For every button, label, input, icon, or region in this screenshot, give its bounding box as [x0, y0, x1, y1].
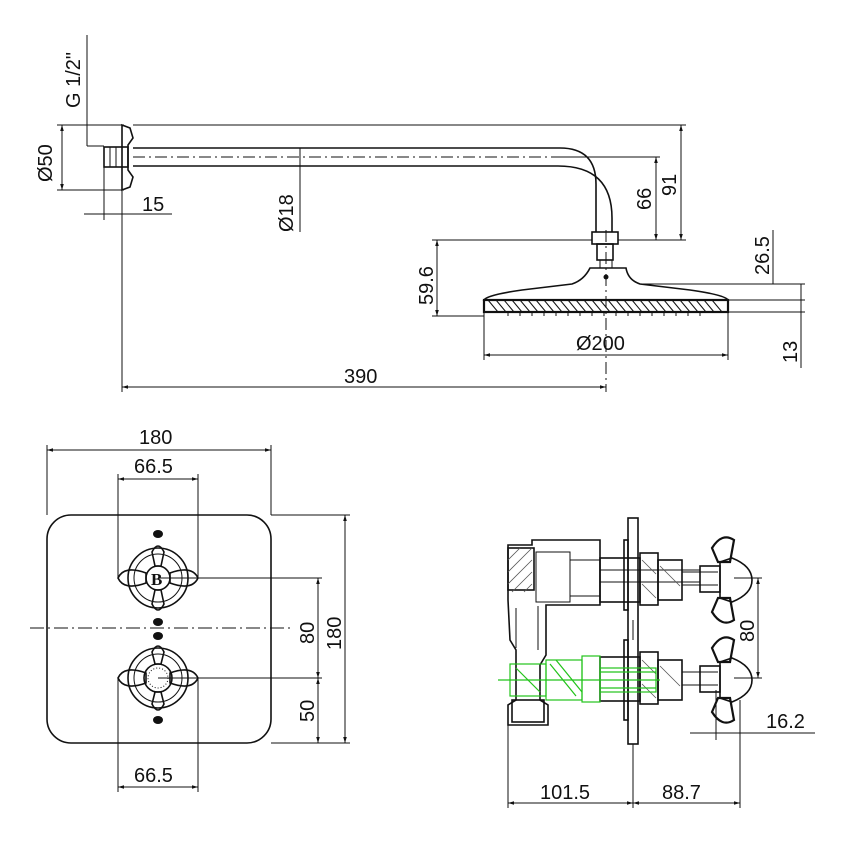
dim-plate-height: 180 [324, 617, 346, 650]
plate-front-view: Β 180 66.5 66.5 [30, 427, 350, 792]
bottom-cartridge [599, 636, 753, 724]
dim-handle-centers: 80 [297, 622, 319, 644]
dim-head-gap: 26.5 [752, 236, 774, 275]
dim-handle-span-bottom: 66.5 [134, 765, 173, 787]
dim-arm-dia: Ø18 [276, 194, 298, 232]
dim-body-depth: 101.5 [540, 782, 590, 804]
swivel-joint [591, 231, 619, 245]
dim-drop-66: 66 [634, 188, 656, 210]
valve-body [507, 539, 601, 726]
dim-arm-length: 390 [344, 366, 377, 388]
dim-head-height: 59.6 [416, 266, 438, 305]
dim-plate-width: 180 [139, 427, 172, 449]
dim-thread: G 1/2" [63, 52, 85, 108]
dim-side-centers: 80 [737, 620, 759, 642]
dim-flange-dia: Ø50 [35, 144, 57, 182]
dim-head-thick: 13 [780, 341, 802, 363]
dim-head-dia: Ø200 [576, 333, 625, 355]
dim-drop-91: 91 [659, 174, 681, 196]
shower-arm [133, 147, 597, 232]
dim-side-depth: 16.2 [766, 711, 805, 733]
bottom-cross-handle [117, 632, 199, 724]
highlighted-inlet [498, 655, 660, 703]
nozzle-hatch [487, 299, 723, 313]
valve-side-section: 80 16.2 101.5 88.7 [498, 517, 815, 808]
shower-arm-view: G 1/2" Ø50 15 Ø18 390 66 91 26.5 [35, 35, 805, 392]
dim-handle-bottom-offset: 50 [297, 700, 319, 722]
dim-handle-span-top: 66.5 [134, 456, 173, 478]
dim-flange-depth: 15 [142, 194, 164, 216]
dim-handle-depth: 88.7 [662, 782, 701, 804]
wall-plate [46, 514, 272, 744]
top-cartridge [599, 536, 753, 624]
wall-flange [121, 123, 134, 192]
hot-logo-icon: Β [151, 570, 162, 589]
